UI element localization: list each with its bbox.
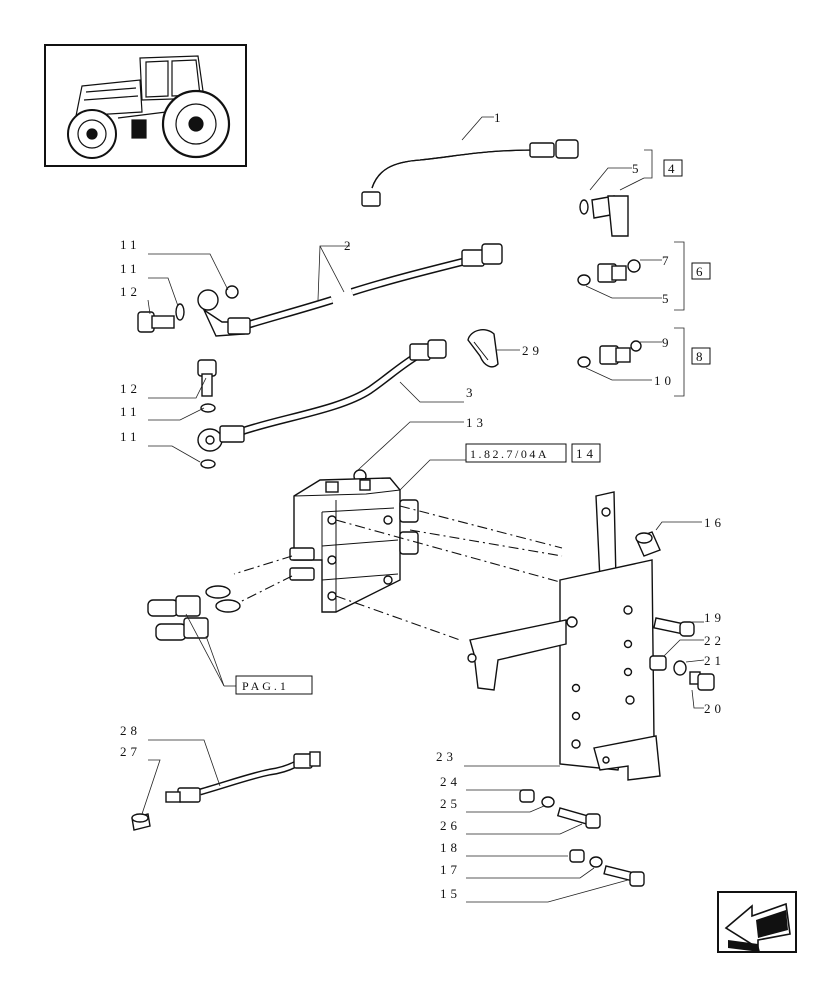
label-11c: 11	[120, 404, 141, 419]
label-15: 15	[440, 886, 461, 901]
hose-28	[165, 751, 321, 803]
label-22: 22	[704, 633, 725, 648]
label-5b: 5	[662, 291, 673, 306]
label-14: 14	[576, 446, 597, 461]
label-5a: 5	[632, 161, 643, 176]
nut-22	[649, 655, 667, 671]
tractor-icon	[67, 55, 231, 159]
label-11b: 11	[120, 261, 141, 276]
label-25: 25	[440, 796, 461, 811]
label-27: 27	[120, 744, 141, 759]
cap-27	[131, 813, 151, 831]
washer-25	[541, 796, 555, 808]
label-11a: 11	[120, 237, 141, 252]
hose-1	[361, 139, 579, 207]
label-4: 4	[668, 161, 679, 176]
washer-11	[175, 303, 185, 321]
page-ref-1.82.7-04A[interactable]: 1.82.7/04A	[470, 447, 549, 461]
label-18: 18	[440, 840, 461, 855]
label-12b: 12	[120, 381, 141, 396]
hose-3	[197, 339, 447, 452]
label-1: 1	[494, 110, 505, 125]
washer-11	[200, 403, 216, 413]
label-7: 7	[662, 253, 673, 268]
washer-17	[589, 856, 603, 868]
previous-page-arrow-icon[interactable]	[717, 891, 797, 953]
label-23: 23	[436, 749, 457, 764]
label-6: 6	[696, 264, 707, 279]
washer-11	[225, 285, 239, 299]
elbow-fitting-5	[579, 195, 629, 237]
label-12a: 12	[120, 284, 141, 299]
label-21: 21	[704, 653, 725, 668]
nut-24	[519, 789, 535, 803]
page-ref-pag1[interactable]: PAG.1	[242, 679, 289, 693]
washer-11	[200, 459, 216, 469]
label-11d: 11	[120, 429, 141, 444]
clip-29	[467, 329, 499, 368]
valve-block	[289, 477, 419, 613]
nut-18	[569, 849, 585, 863]
label-20: 20	[704, 701, 725, 716]
label-16: 16	[704, 515, 725, 530]
label-24: 24	[440, 774, 461, 789]
bolt-26	[556, 807, 601, 829]
fitting-group-8	[577, 340, 642, 368]
label-17: 17	[440, 862, 461, 877]
couplers	[147, 585, 241, 641]
label-10: 10	[654, 373, 675, 388]
bolt-12-vertical	[197, 359, 217, 397]
spacer-16	[635, 531, 661, 557]
label-26: 26	[440, 818, 461, 833]
bolt-20	[689, 671, 715, 691]
label-2: 2	[344, 238, 355, 253]
label-19: 19	[704, 610, 725, 625]
hose-2	[197, 243, 503, 337]
bracket-plate-23	[467, 491, 661, 781]
label-8: 8	[696, 349, 707, 364]
label-3: 3	[466, 385, 477, 400]
tractor-thumbnail	[44, 44, 247, 167]
label-9: 9	[662, 335, 673, 350]
label-28: 28	[120, 723, 141, 738]
bolt-19	[653, 617, 695, 637]
fitting-group-6	[577, 259, 641, 286]
bolt-12	[137, 311, 175, 333]
bolt-15	[603, 865, 645, 887]
label-29: 29	[522, 343, 543, 358]
washer-21	[673, 660, 687, 676]
label-13: 13	[466, 415, 487, 430]
